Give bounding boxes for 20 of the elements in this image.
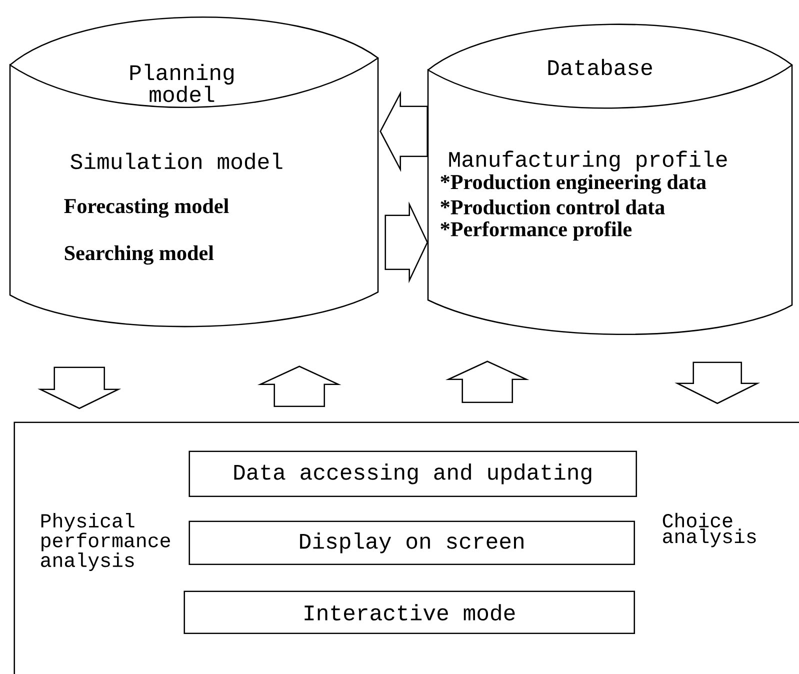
block-arrow <box>380 90 428 172</box>
block-arrow <box>384 202 428 284</box>
list-item: Simulation model <box>70 152 282 170</box>
block-arrow <box>257 366 342 407</box>
block-arrow <box>38 366 122 410</box>
list-item: Searching model <box>64 245 214 265</box>
process-box: Display on screen <box>188 520 635 565</box>
side-label: Choice analysis <box>662 512 756 548</box>
list-item: *Production control data <box>440 200 665 214</box>
block-arrow <box>674 362 760 404</box>
list-item: Forecasting model <box>64 198 229 218</box>
cylinder-title: Planning model <box>130 64 234 102</box>
block-arrow <box>445 360 530 403</box>
cylinder-title: Database <box>548 58 652 76</box>
list-item: *Production engineering data <box>440 174 706 194</box>
list-heading: Manufacturing profile <box>449 150 727 172</box>
side-label: Physical performance analysis <box>41 513 170 572</box>
process-box: Data accessing and updating <box>188 450 637 497</box>
list-item: *Performance profile <box>440 221 632 241</box>
process-box: Interactive mode <box>184 590 635 634</box>
